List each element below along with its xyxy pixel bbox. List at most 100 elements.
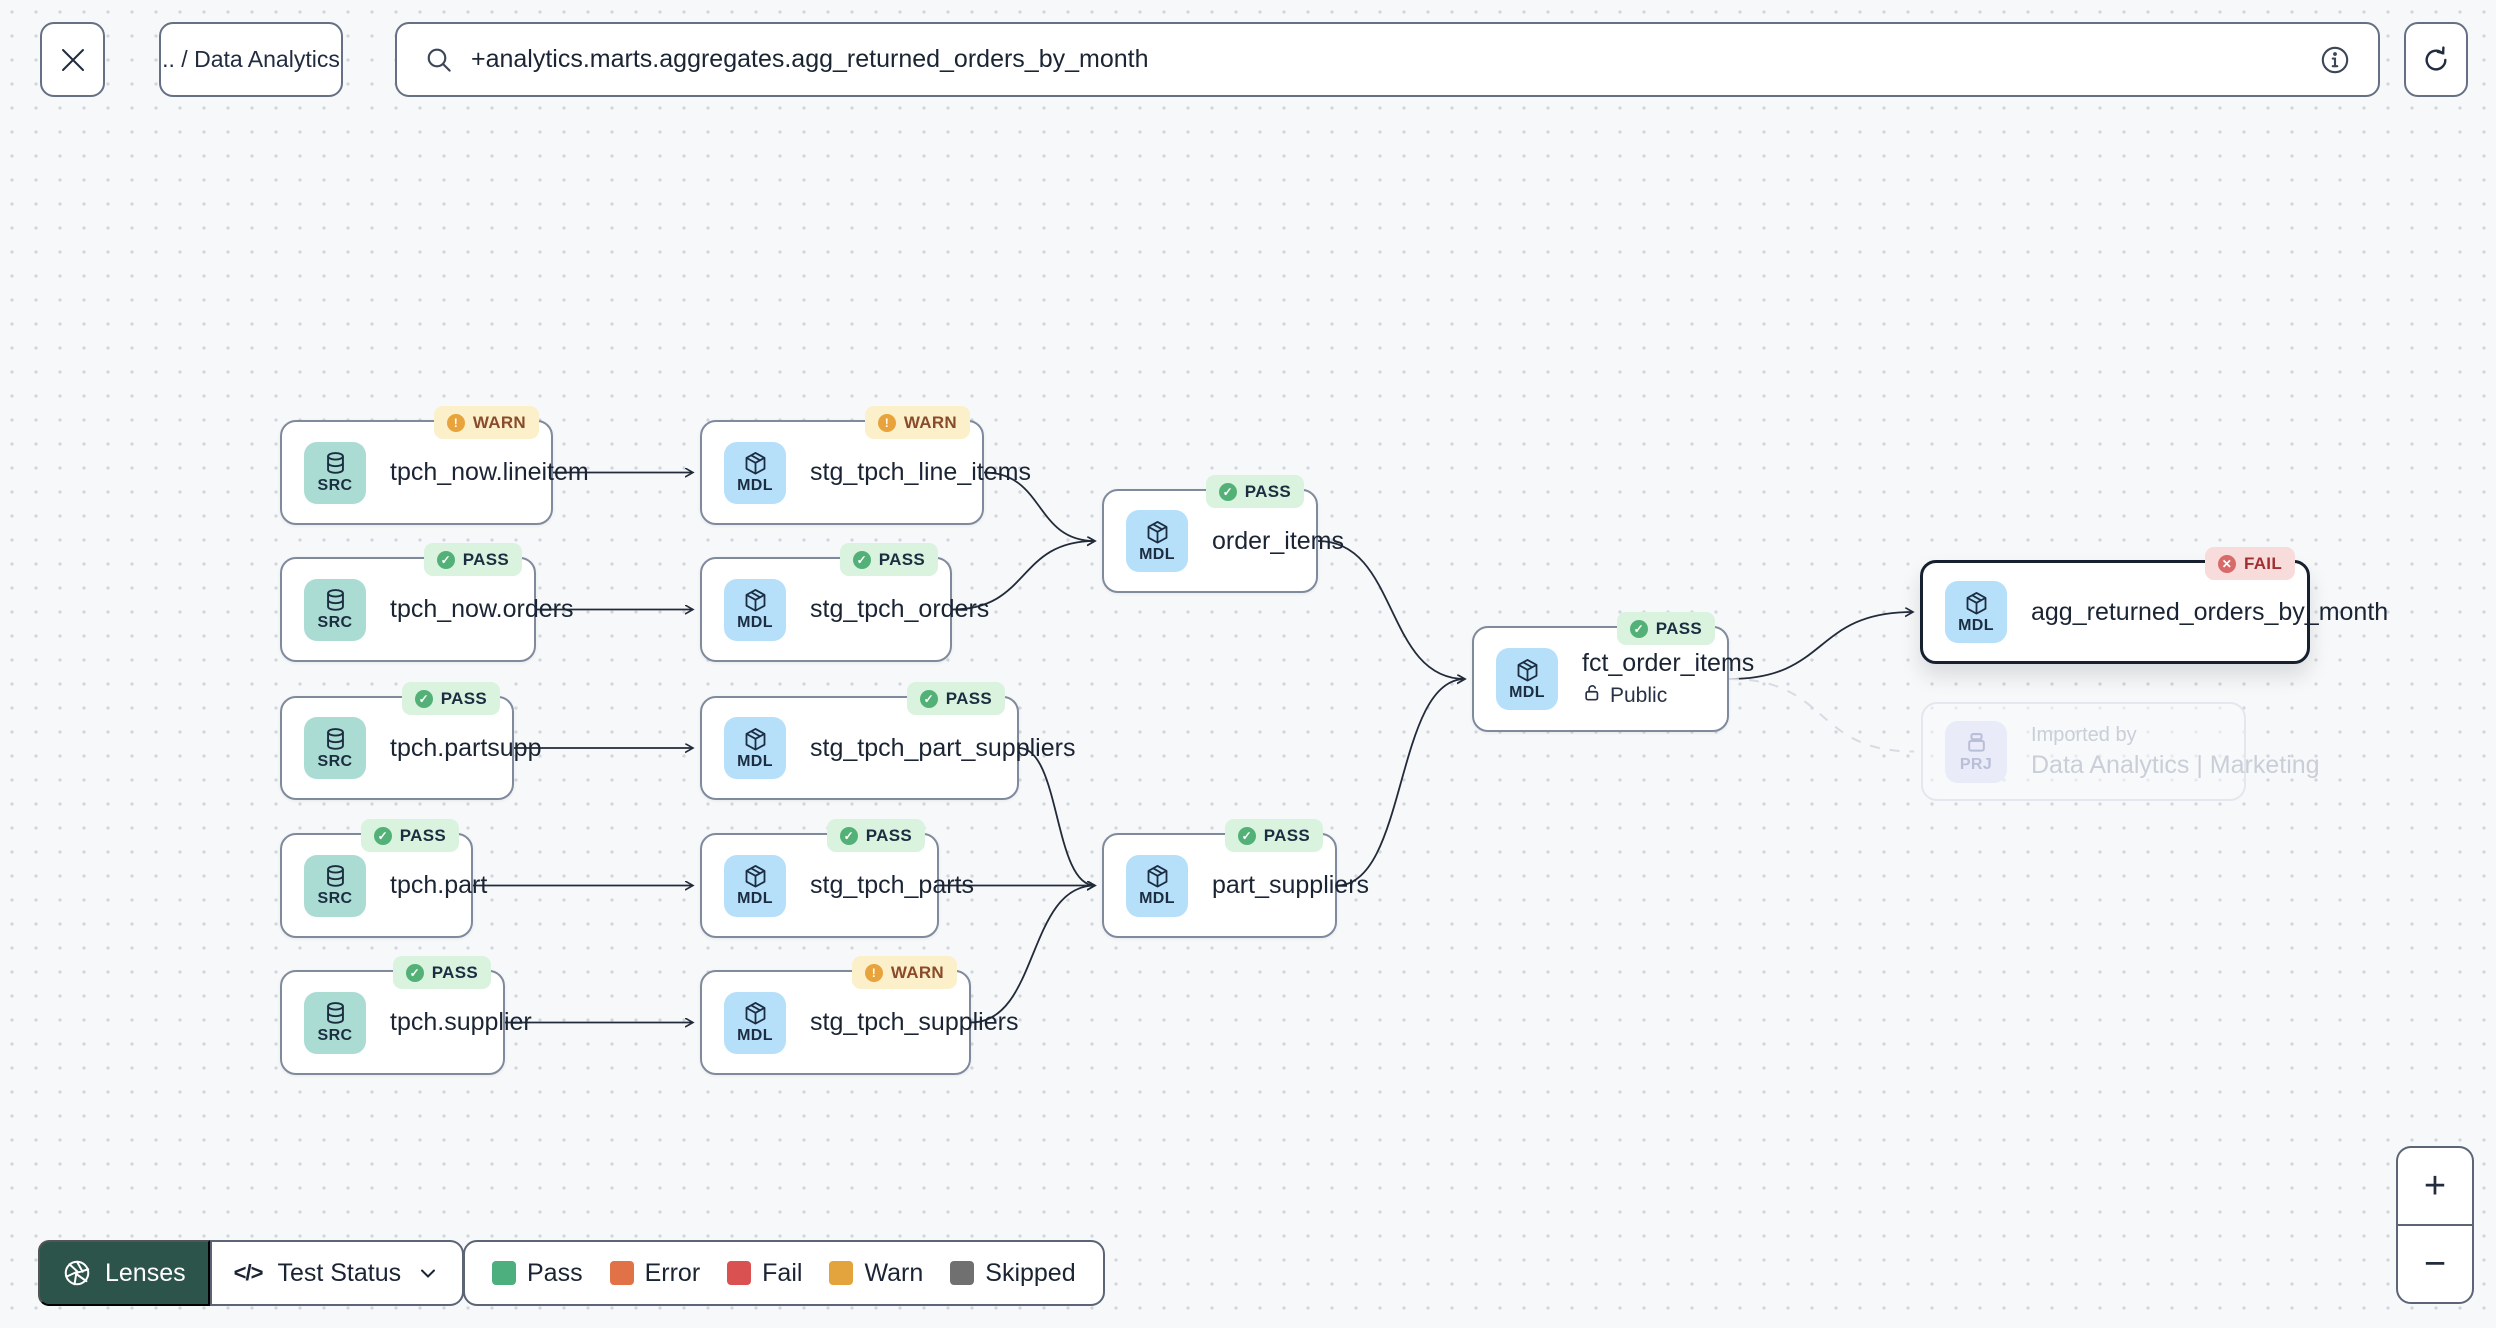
node-labels: tpch.part bbox=[390, 871, 487, 900]
minus-icon: − bbox=[2423, 1242, 2447, 1285]
node-labels: stg_tpch_suppliers bbox=[810, 1008, 1018, 1037]
edge-part_suppliers-to-fct_order_items bbox=[1336, 679, 1465, 887]
status-badge-pass: ✓PASS bbox=[1224, 819, 1323, 852]
mdl-type-icon: MDL bbox=[724, 717, 786, 779]
lenses-button[interactable]: Lenses bbox=[38, 1240, 210, 1306]
mdl-type-icon: MDL bbox=[1496, 648, 1558, 710]
node-content: PRJ Imported by Data Analytics | Marketing bbox=[1923, 704, 2320, 799]
node-labels: agg_returned_orders_by_month bbox=[2031, 598, 2388, 627]
status-badge-label: WARN bbox=[903, 412, 957, 432]
status-badge-pass: ✓PASS bbox=[906, 682, 1005, 715]
edge-stg_tpch_part_suppliers-to-part_suppliers bbox=[1018, 747, 1095, 886]
status-badge-icon: ! bbox=[864, 963, 883, 982]
edge-order_items-to-fct_order_items bbox=[1317, 540, 1465, 679]
plus-icon: + bbox=[2423, 1164, 2447, 1207]
breadcrumb[interactable]: .. / Data Analytics bbox=[159, 22, 343, 97]
status-badge-warn: !WARN bbox=[851, 956, 957, 989]
status-badge-pass: ✓PASS bbox=[401, 682, 500, 715]
status-badge-icon: ✓ bbox=[839, 826, 858, 845]
refresh-button[interactable] bbox=[2404, 22, 2468, 97]
node-labels: tpch_now.orders bbox=[390, 595, 573, 624]
graph-node-tpch_now_lineitem[interactable]: !WARN SRC tpch_now.lineitem bbox=[280, 406, 589, 525]
status-badge-label: FAIL bbox=[2243, 553, 2282, 573]
node-subtitle: Imported by bbox=[2031, 723, 2137, 746]
status-badge-icon: ✓ bbox=[1629, 619, 1648, 638]
edge-stg_tpch_line_items-to-order_items bbox=[983, 471, 1095, 542]
node-label: tpch.partsupp bbox=[390, 733, 542, 762]
status-badge-label: PASS bbox=[878, 549, 925, 569]
search-input[interactable] bbox=[471, 45, 2302, 74]
status-badge-icon: ✓ bbox=[436, 550, 455, 569]
graph-node-tpch_partsupp[interactable]: ✓PASS SRC tpch.partsupp bbox=[280, 682, 542, 800]
status-badge-pass: ✓PASS bbox=[360, 819, 459, 852]
status-badge-label: PASS bbox=[1244, 481, 1291, 501]
node-label: tpch_now.orders bbox=[390, 595, 574, 623]
node-label: stg_tpch_part_suppliers bbox=[810, 733, 1076, 762]
node-label: stg_tpch_suppliers bbox=[810, 1008, 1019, 1036]
node-label: stg_tpch_parts bbox=[810, 871, 974, 899]
graph-node-stg_tpch_suppliers[interactable]: !WARN MDL stg_tpch_suppliers bbox=[700, 956, 1018, 1075]
zoom-in-button[interactable]: + bbox=[2398, 1148, 2472, 1224]
status-badge-icon: ✕ bbox=[2217, 554, 2236, 573]
access-label: Public bbox=[1610, 684, 1668, 707]
lens-selector-dropdown[interactable]: </> Test Status bbox=[209, 1240, 465, 1306]
mdl-type-icon: MDL bbox=[1126, 854, 1188, 917]
node-labels: part_suppliers bbox=[1212, 871, 1369, 900]
status-badge-icon: ✓ bbox=[852, 550, 871, 569]
mdl-type-icon: MDL bbox=[724, 991, 786, 1054]
lenses-label: Lenses bbox=[105, 1258, 186, 1287]
legend-item-warn: Warn bbox=[829, 1259, 923, 1288]
prj-type-icon: PRJ bbox=[1945, 720, 2007, 783]
node-content: SRC tpch.partsupp bbox=[282, 698, 542, 798]
node-label: part_suppliers bbox=[1212, 871, 1370, 899]
graph-node-part_suppliers[interactable]: ✓PASS MDL part_suppliers bbox=[1102, 819, 1369, 938]
zoom-divider bbox=[2398, 1224, 2472, 1226]
status-badge-pass: ✓PASS bbox=[826, 819, 925, 852]
edge-stg_tpch_suppliers-to-part_suppliers bbox=[970, 886, 1095, 1024]
status-badge-pass: ✓PASS bbox=[392, 956, 491, 989]
aperture-icon bbox=[64, 1260, 90, 1286]
node-label: tpch.supplier bbox=[390, 1008, 532, 1036]
src-type-icon: SRC bbox=[304, 441, 366, 504]
node-label: stg_tpch_line_items bbox=[810, 458, 1031, 486]
close-button[interactable] bbox=[40, 22, 105, 97]
node-labels: stg_tpch_line_items bbox=[810, 458, 1031, 487]
src-type-icon: SRC bbox=[304, 717, 366, 779]
node-labels: tpch_now.lineitem bbox=[390, 458, 589, 487]
status-badge-icon: ! bbox=[446, 413, 465, 432]
node-labels: stg_tpch_orders bbox=[810, 595, 989, 624]
status-badge-icon: ✓ bbox=[1237, 826, 1256, 845]
refresh-icon bbox=[2425, 45, 2447, 71]
search-icon bbox=[427, 48, 451, 72]
zoom-out-button[interactable]: − bbox=[2398, 1226, 2472, 1302]
edge-fct_order_items-to-agg_returned_orders_by_month bbox=[1728, 612, 1913, 680]
status-badge-icon: ✓ bbox=[373, 826, 392, 845]
graph-node-stg_tpch_part_suppliers[interactable]: ✓PASS MDL stg_tpch_part_suppliers bbox=[700, 682, 1075, 800]
status-badge-pass: ✓PASS bbox=[1616, 612, 1715, 645]
node-label: Data Analytics | Marketing bbox=[2031, 750, 2320, 779]
status-badge-warn: !WARN bbox=[433, 406, 539, 439]
node-labels: stg_tpch_part_suppliers bbox=[810, 734, 1075, 763]
status-badge-icon: ✓ bbox=[414, 689, 433, 708]
legend-swatch-fail bbox=[727, 1261, 752, 1285]
node-labels: Imported by Data Analytics | Marketing bbox=[2031, 724, 2320, 780]
node-content: MDL stg_tpch_suppliers bbox=[702, 972, 1018, 1073]
status-badge-warn: !WARN bbox=[864, 406, 970, 439]
info-icon[interactable] bbox=[2318, 43, 2352, 77]
node-label: order_items bbox=[1212, 526, 1344, 555]
node-content: MDL stg_tpch_part_suppliers bbox=[702, 698, 1075, 798]
node-label: tpch.part bbox=[390, 871, 488, 899]
